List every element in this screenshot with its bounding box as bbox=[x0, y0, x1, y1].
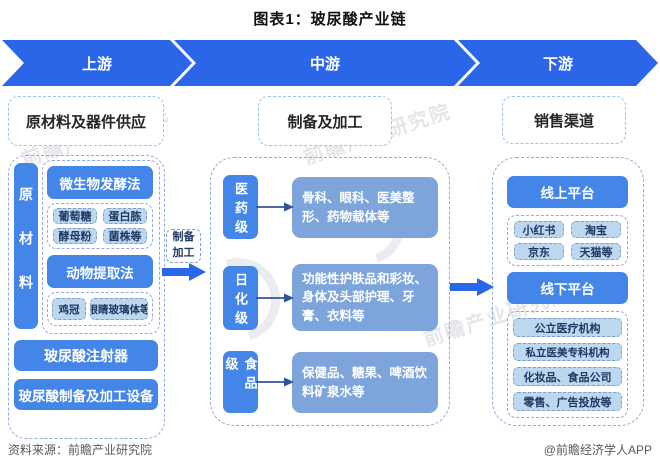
source-note: 资料来源：前瞻产业研究院 bbox=[8, 443, 153, 457]
grade-cosmetic-label: 日化级 bbox=[223, 266, 258, 330]
item-chip: 眼睛玻璃体等 bbox=[90, 298, 148, 320]
upstream-container bbox=[8, 155, 165, 439]
online-platform-box: 线上平台 bbox=[507, 176, 628, 208]
item-chip: 公立医疗机构 bbox=[513, 318, 622, 337]
arrow-food bbox=[256, 377, 294, 387]
midstream-header-box: 制备及加工 bbox=[258, 96, 392, 146]
banner-downstream: 下游 bbox=[458, 40, 658, 86]
item-chip: 蛋白胨 bbox=[103, 208, 147, 224]
item-chip: 天猫等 bbox=[571, 243, 621, 260]
item-chip: 京东 bbox=[514, 243, 564, 260]
food-applications-box: 保健品、糖果、啤酒饮料矿泉水等 bbox=[292, 352, 438, 413]
flow-arrow-midstream-to-downstream bbox=[450, 278, 494, 296]
item-chip: 酵母粉 bbox=[53, 228, 97, 244]
method-microbial-fermentation: 微生物发酵法 bbox=[47, 166, 153, 199]
arrow-cosmetic bbox=[256, 293, 294, 303]
flow-arrow-upstream-to-midstream bbox=[162, 263, 206, 281]
grade-pharma-label: 医药级 bbox=[223, 175, 258, 239]
extraction-items-group: 鸡冠 眼睛玻璃体等 bbox=[47, 292, 153, 326]
banner-midstream-label: 中游 bbox=[309, 55, 340, 73]
item-chip: 淘宝 bbox=[571, 221, 621, 238]
process-link-label: 制备加工 bbox=[166, 229, 201, 263]
item-chip: 鸡冠 bbox=[52, 298, 86, 320]
cosmetic-applications-box: 功能性护肤品和彩妆、身体及头部护理、牙膏、衣料等 bbox=[292, 264, 438, 331]
raw-material-side-label: 原材料 bbox=[14, 163, 38, 329]
banner-upstream: 上游 bbox=[2, 40, 192, 86]
online-items-group: 小红书 淘宝 京东 天猫等 bbox=[507, 215, 628, 266]
device-equipment-box: 玻尿酸制备及加工设备 bbox=[14, 379, 158, 410]
credit-note: @前瞻经济学人APP bbox=[543, 443, 652, 457]
grade-food-label: 食品级 bbox=[223, 351, 258, 413]
midstream-container bbox=[210, 157, 450, 426]
arrow-pharma bbox=[256, 202, 294, 212]
page-title: 图表1：玻尿酸产业链 bbox=[253, 11, 407, 28]
device-syringe-box: 玻尿酸注射器 bbox=[14, 340, 158, 371]
upstream-methods-container bbox=[42, 160, 160, 334]
offline-items-group: 公立医疗机构 私立医美专科机构 化妆品、食品公司 零售、广告投放等 bbox=[507, 311, 628, 418]
item-chip: 私立医美专科机构 bbox=[513, 343, 622, 361]
item-chip: 化妆品、食品公司 bbox=[513, 367, 622, 386]
item-chip: 小红书 bbox=[514, 221, 564, 238]
pharma-applications-box: 骨科、眼科、医美整形、药物载体等 bbox=[292, 177, 438, 238]
method-animal-extraction: 动物提取法 bbox=[47, 255, 153, 288]
offline-platform-box: 线下平台 bbox=[507, 272, 628, 304]
banner-upstream-label: 上游 bbox=[81, 55, 112, 73]
downstream-header-box: 销售渠道 bbox=[502, 96, 626, 144]
banner-midstream: 中游 bbox=[174, 40, 476, 86]
item-chip: 零售、广告投放等 bbox=[513, 392, 622, 411]
item-chip: 葡萄糖 bbox=[53, 208, 97, 224]
upstream-header-box: 原材料及器件供应 bbox=[8, 96, 164, 146]
item-chip: 菌株等 bbox=[103, 228, 147, 244]
banner-downstream-label: 下游 bbox=[542, 55, 573, 73]
downstream-container bbox=[492, 157, 644, 426]
fermentation-items-group: 葡萄糖 蛋白胨 酵母粉 菌株等 bbox=[47, 203, 153, 249]
